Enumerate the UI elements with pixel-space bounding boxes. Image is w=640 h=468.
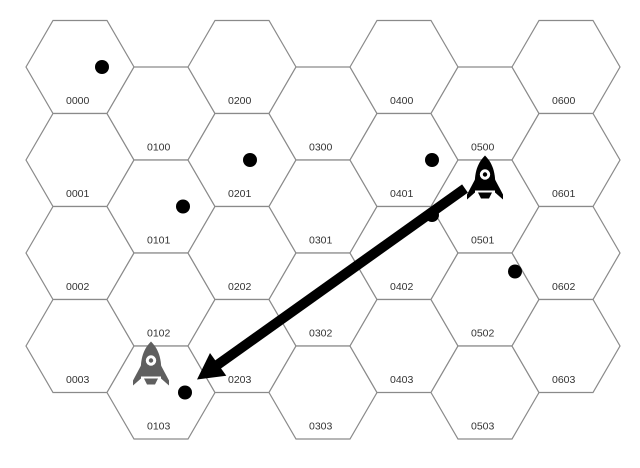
hex-label: 0503 <box>471 421 495 433</box>
hex-cell[interactable] <box>511 298 621 394</box>
hex-0003[interactable]: 0003 <box>25 298 135 394</box>
hex-0400[interactable]: 0400 <box>349 19 459 115</box>
hex-label: 0502 <box>471 328 495 340</box>
hex-label: 0103 <box>147 421 171 433</box>
hex-label: 0000 <box>66 95 90 107</box>
hex-label: 0600 <box>552 95 576 107</box>
hex-label: 0200 <box>228 95 252 107</box>
hex-label: 0602 <box>552 281 576 293</box>
hex-label: 0601 <box>552 188 576 200</box>
hex-label: 0203 <box>228 374 252 386</box>
hex-label: 0402 <box>390 281 414 293</box>
token-marker[interactable] <box>95 60 109 74</box>
token-marker[interactable] <box>178 385 192 400</box>
hex-label: 0300 <box>309 142 333 154</box>
hex-label: 0301 <box>309 235 333 247</box>
hex-label: 0403 <box>390 374 414 386</box>
hex-label: 0002 <box>66 281 90 293</box>
hex-label: 0603 <box>552 374 576 386</box>
arrow-head <box>197 353 227 380</box>
hex-0603[interactable]: 0603 <box>511 298 621 394</box>
token-marker[interactable] <box>508 264 522 279</box>
movement-arrow <box>197 184 468 380</box>
hex-label: 0400 <box>390 95 414 107</box>
hex-label: 0303 <box>309 421 333 433</box>
hex-0303[interactable]: 0303 <box>268 345 378 440</box>
hex-0503[interactable]: 0503 <box>430 345 540 440</box>
hex-0301[interactable]: 0301 <box>268 159 378 254</box>
hex-label: 0201 <box>228 188 252 200</box>
hex-label: 0401 <box>390 188 414 200</box>
hex-0402[interactable]: 0402 <box>349 205 459 301</box>
hex-label: 0100 <box>147 142 171 154</box>
arrow-shaft <box>212 184 468 371</box>
hex-label: 0501 <box>471 235 495 247</box>
token-marker[interactable] <box>243 153 257 167</box>
hex-label: 0202 <box>228 281 252 293</box>
hex-0401[interactable]: 0401 <box>349 112 459 208</box>
hex-label: 0500 <box>471 142 495 154</box>
hex-label: 0101 <box>147 235 171 247</box>
token-marker[interactable] <box>425 153 439 167</box>
hex-label: 0102 <box>147 328 171 340</box>
hex-label: 0001 <box>66 188 90 200</box>
hex-label: 0302 <box>309 328 333 340</box>
hex-label: 0003 <box>66 374 90 386</box>
token-marker[interactable] <box>176 199 190 214</box>
